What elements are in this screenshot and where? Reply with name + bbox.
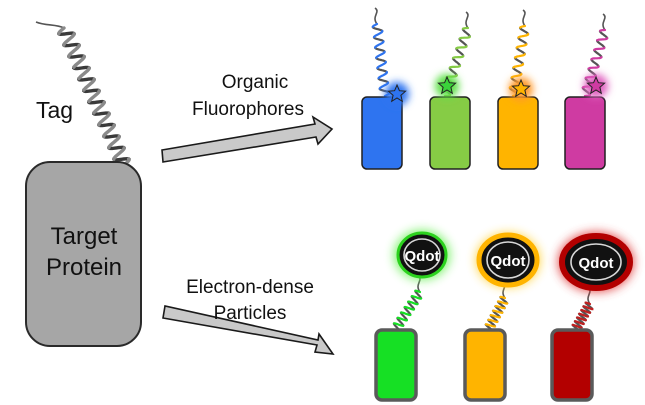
electron-label-line2: Particles [214, 303, 287, 324]
helix-tag-icon [571, 287, 594, 333]
qdot-tag-orange: Qdot [463, 232, 540, 402]
tag-box-blue [361, 96, 403, 170]
helix-strand [571, 301, 594, 333]
helix-tag-icon [392, 275, 423, 333]
helix-tail [602, 13, 606, 31]
helix-tag-icon [484, 281, 509, 333]
fluorophore-star-icon [511, 78, 531, 98]
target-protein-label-line2: Protein [46, 254, 122, 281]
tag-box-orange [463, 328, 507, 402]
qdot-particle-icon: Qdot [558, 232, 634, 292]
tag-box-magenta [564, 96, 606, 170]
organic-label-line1: Organic [222, 72, 289, 93]
target-protein-label-line1: Target [51, 223, 118, 250]
qdot-particle-icon: Qdot [394, 230, 450, 280]
tag-label: Tag [36, 97, 73, 123]
qdot-tag-red: Qdot [550, 232, 634, 402]
electron-label-line1: Electron-dense [186, 277, 314, 298]
helix-tail [522, 9, 526, 27]
helix-strand [392, 289, 423, 333]
helix-strand [371, 22, 391, 98]
qdot-particle-icon: Qdot [476, 232, 540, 288]
helix-strand [571, 301, 594, 333]
helix-tail [465, 11, 469, 29]
fluorophore-tag-orange [497, 9, 539, 170]
arrow-icon [162, 305, 335, 355]
target-protein-box [25, 161, 142, 347]
helix-strand [442, 27, 471, 96]
helix-strand [392, 289, 423, 333]
helix-tag-icon [35, 21, 132, 167]
fluorophore-tag-green [429, 11, 471, 170]
qdot-label: Qdot [579, 255, 614, 272]
tag-box-green [374, 328, 418, 402]
helix-strand [581, 29, 609, 96]
qdot-label: Qdot [491, 253, 526, 270]
helix-strand [484, 295, 509, 332]
helix-strand [371, 25, 391, 94]
helix-strand [508, 26, 530, 96]
fluorophore-star-icon [437, 75, 457, 95]
helix-tag-icon [371, 7, 391, 98]
helix-strand [57, 26, 132, 167]
arrow-icon [161, 115, 334, 163]
organic-label-line2: Fluorophores [192, 99, 304, 120]
fluorophore-star-icon [586, 75, 606, 95]
tag-box-red [550, 328, 594, 402]
helix-tail [374, 7, 378, 25]
helix-strand [57, 31, 131, 162]
tag-box-orange [497, 96, 539, 170]
fluorophore-star-icon [387, 83, 407, 103]
fluorophore-tag-magenta [564, 13, 609, 170]
fluorophore-tag-blue [361, 7, 409, 170]
helix-strand [484, 295, 509, 333]
helix-tail [35, 21, 65, 29]
qdot-label: Qdot [405, 248, 440, 265]
tag-box-green [429, 96, 471, 170]
qdot-tag-green: Qdot [374, 230, 450, 402]
